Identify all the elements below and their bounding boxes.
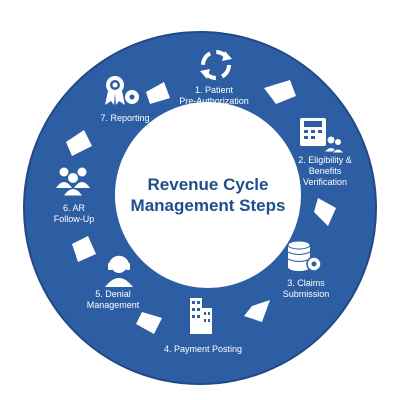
flow-arrow-3-4 (244, 300, 270, 322)
step-7-label-line1: 7. Reporting (100, 113, 149, 123)
center-circle (115, 102, 301, 288)
phone-and-users-icon (300, 118, 346, 154)
step-2-label-line3: Verification (303, 177, 347, 187)
award-ribbon-gear-icon (105, 76, 139, 105)
flow-arrow-1-2 (264, 80, 296, 104)
step-4-label-line1: 4. Payment Posting (164, 344, 242, 354)
step-5-label-line1: 5. Denial (95, 289, 131, 299)
step-1: 1. Patient Pre-Authorization (179, 50, 249, 106)
headset-agent-icon (105, 255, 133, 287)
flow-arrow-5-6 (72, 236, 96, 262)
group-users-icon (56, 167, 90, 197)
step-2-label-line2: Benefits (309, 166, 342, 176)
step-5-label-line2: Management (87, 300, 140, 310)
step-1-label-line1: 1. Patient (195, 85, 234, 95)
step-6-label-line2: Follow-Up (54, 214, 95, 224)
step-4: 4. Payment Posting (164, 298, 242, 354)
step-5: 5. Denial Management (87, 255, 140, 310)
center-title-line1: Revenue Cycle (148, 175, 269, 194)
step-1-label-line2: Pre-Authorization (179, 96, 249, 106)
refresh-cycle-icon (200, 50, 232, 80)
flow-arrow-7-1 (146, 82, 170, 104)
step-2: 2. Eligibility & Benefits Verification (298, 118, 352, 187)
flow-arrow-6-7 (66, 130, 92, 156)
office-building-icon (190, 298, 212, 334)
step-2-label-line1: 2. Eligibility & (298, 155, 352, 165)
flow-arrows (66, 80, 336, 334)
database-gear-icon (287, 240, 322, 272)
step-3-label-line2: Submission (283, 289, 330, 299)
step-3: 3. Claims Submission (283, 240, 330, 299)
step-3-label-line1: 3. Claims (287, 278, 325, 288)
flow-arrow-4-5 (136, 312, 162, 334)
step-6: 6. AR Follow-Up (54, 167, 95, 224)
center-title-line2: Management Steps (131, 196, 286, 215)
step-6-label-line1: 6. AR (63, 203, 86, 213)
flow-arrow-2-3 (314, 198, 336, 226)
step-7: 7. Reporting (100, 76, 150, 123)
